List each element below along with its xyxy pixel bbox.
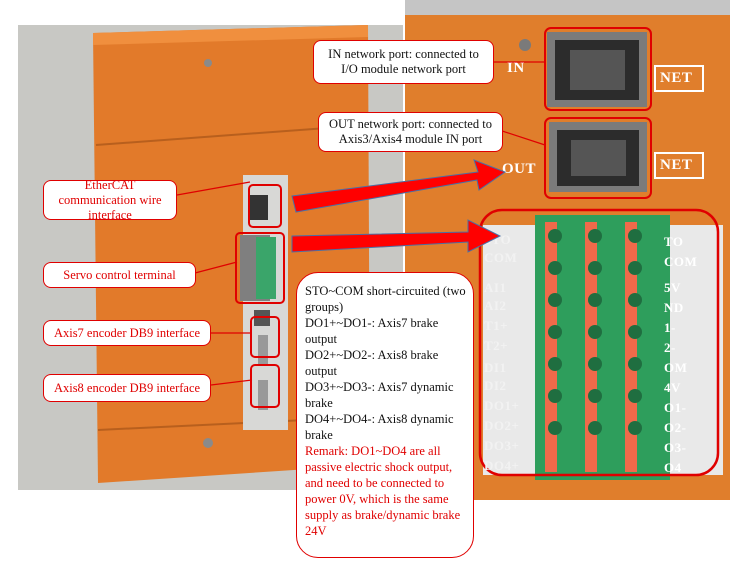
note-line: DO3+~DO3-: Axis7 dynamic brake [305,380,454,410]
terminal-left-label: T2+ [484,338,509,353]
callout-axis8-encoder: Axis8 encoder DB9 interface [43,374,211,402]
terminal-right-label: O1- [664,400,687,415]
note-line: DO4+~DO4-: Axis8 dynamic brake [305,412,454,442]
wiring-note-box: STO~COM short-circuited (two groups) DO1… [296,272,474,558]
terminal-right-label: 1- [664,320,676,335]
note-remark: Remark: DO1~DO4 are all passive electric… [305,444,461,538]
terminal-right-label: COM [664,254,698,269]
terminal-left-label: AI1 [484,280,507,295]
arrow-to-terminal [291,219,502,253]
terminal-right-label: TO [664,234,684,249]
note-line: STO~COM short-circuited (two groups) [305,284,466,314]
terminal-left-label: DO4+ [484,458,520,473]
terminal-left-label: AI2 [484,298,507,313]
terminal-left-label: DI1 [484,360,507,375]
terminal-left-label: T1+ [484,318,509,333]
callout-servo-terminal: Servo control terminal [43,262,196,288]
net-label-bottom: NET [660,157,693,173]
terminal-left-label: COM [484,250,518,265]
terminal-right-label: O4 [664,460,682,475]
terminal-right-label: 5V [664,280,681,295]
arrow-to-out-port [291,159,507,213]
terminal-right-label: O3- [664,440,687,455]
terminal-right-label: O2- [664,420,687,435]
terminal-right-label: 4V [664,380,681,395]
device-side-photo [18,25,403,490]
device-side-illustration [18,25,403,490]
terminal-right-label: ND [664,300,684,315]
callout-axis7-encoder: Axis7 encoder DB9 interface [43,320,211,346]
callout-ethercat: EtherCAT communication wire interface [43,178,177,222]
terminal-right-label: OM [664,360,688,375]
note-line: DO2+~DO2-: Axis8 brake output [305,348,439,378]
terminal-left-label: DO3+ [484,438,520,453]
callout-in-port: IN network port: connected to I/O module… [313,40,494,84]
terminal-left-label: DO1+ [484,398,520,413]
out-port-label: OUT [502,161,537,177]
terminal-right-label: 2- [664,340,676,355]
terminal-left-label: DO2+ [484,418,520,433]
net-label-top: NET [660,70,693,86]
callout-out-port: OUT network port: connected to Axis3/Axi… [318,112,503,152]
in-port-label: IN [507,60,525,76]
terminal-left-label: DI2 [484,378,507,393]
note-line: DO1+~DO1-: Axis7 brake output [305,316,439,346]
